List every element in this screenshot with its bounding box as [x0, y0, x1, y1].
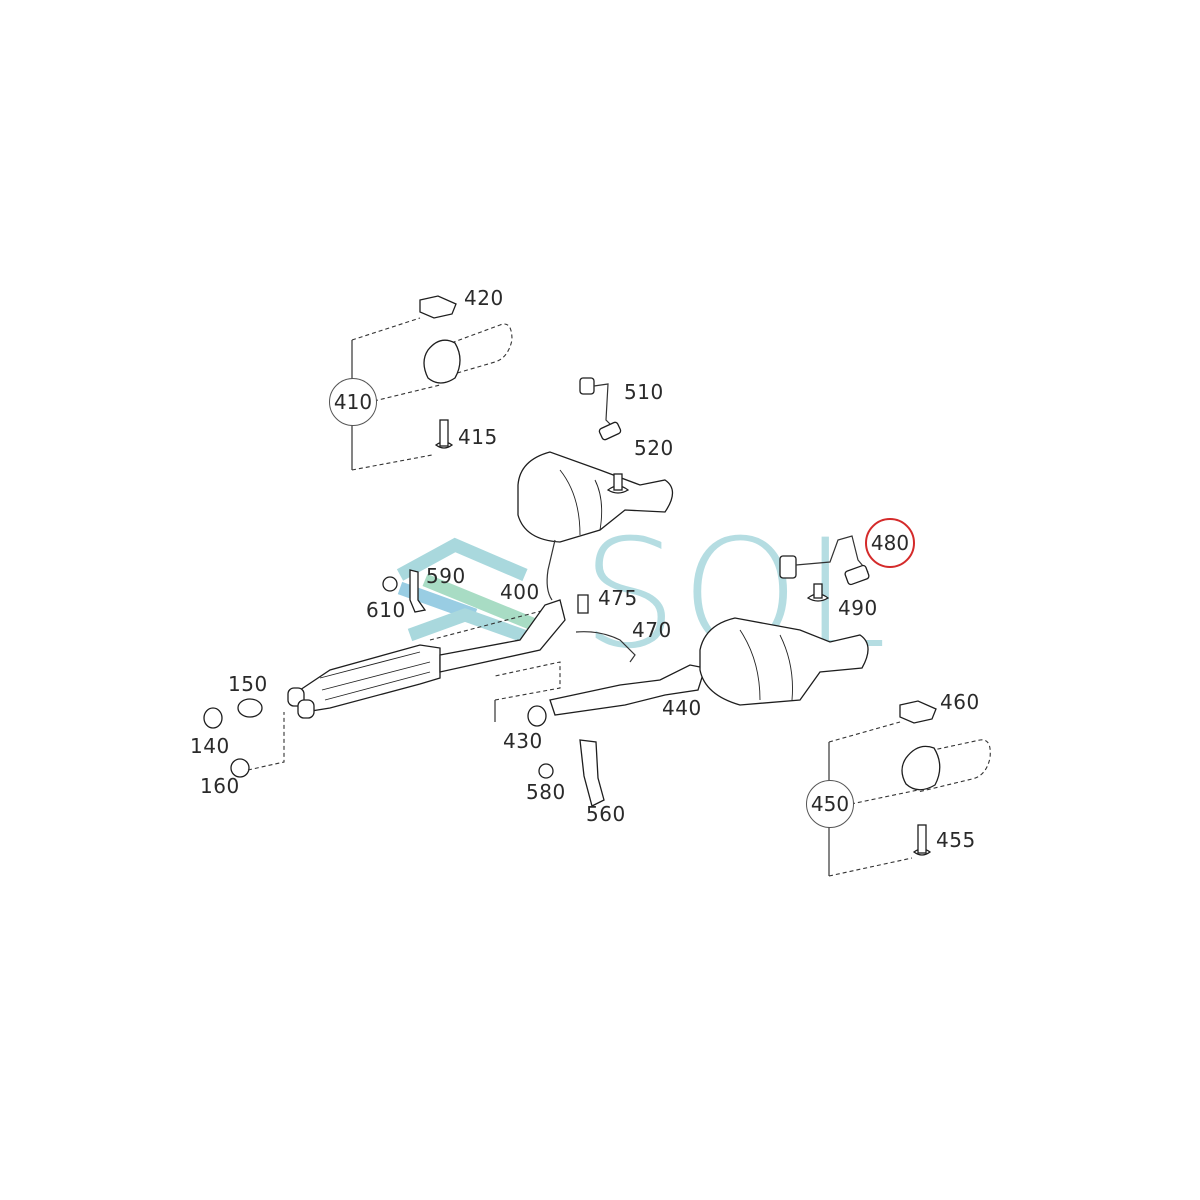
label-400[interactable]: 400 [500, 580, 540, 604]
leader-160 [247, 712, 285, 771]
hanger-510 [579, 377, 630, 494]
label-415[interactable]: 415 [458, 425, 498, 449]
intermediate-pipe-440 [494, 661, 706, 722]
rear-muffler-right [699, 617, 869, 706]
callout-480-highlighted[interactable]: 480 [865, 518, 915, 568]
nut-610 [382, 576, 398, 592]
bolt-475 [577, 594, 589, 614]
label-580[interactable]: 580 [526, 780, 566, 804]
label-590[interactable]: 590 [426, 564, 466, 588]
label-490[interactable]: 490 [838, 596, 878, 620]
hanger-560 [579, 739, 605, 807]
bracket-590 [409, 569, 427, 613]
clamp-140 [203, 707, 223, 729]
label-460[interactable]: 460 [940, 690, 980, 714]
label-150[interactable]: 150 [228, 672, 268, 696]
bracket-480 [779, 535, 870, 602]
small-hardware [203, 569, 636, 807]
clamp-160 [230, 758, 250, 778]
label-420[interactable]: 420 [464, 286, 504, 310]
label-440[interactable]: 440 [662, 696, 702, 720]
label-475[interactable]: 475 [598, 586, 638, 610]
label-520[interactable]: 520 [634, 436, 674, 460]
label-455[interactable]: 455 [936, 828, 976, 852]
label-560[interactable]: 560 [586, 802, 626, 826]
clamp-430 [527, 705, 547, 727]
label-430[interactable]: 430 [503, 729, 543, 753]
nut-580 [538, 763, 554, 779]
tailpipe-trim-group-450 [828, 700, 991, 877]
tailpipe-trim-group-410 [351, 295, 513, 471]
label-510[interactable]: 510 [624, 380, 664, 404]
callout-450[interactable]: 450 [806, 780, 854, 828]
label-610[interactable]: 610 [366, 598, 406, 622]
catalytic-converter-front-pipe [287, 599, 566, 719]
clamp-150 [237, 698, 263, 718]
label-470[interactable]: 470 [632, 618, 672, 642]
label-160[interactable]: 160 [200, 774, 240, 798]
rear-muffler-left [517, 451, 674, 601]
bracket-470 [575, 631, 636, 663]
label-140[interactable]: 140 [190, 734, 230, 758]
callout-410[interactable]: 410 [329, 378, 377, 426]
